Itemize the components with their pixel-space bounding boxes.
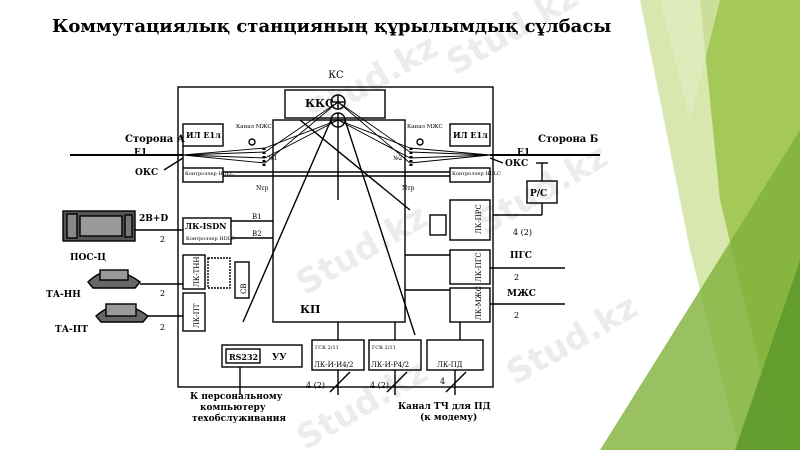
ta-pt-phone-icon — [95, 303, 150, 323]
svg-text:ОКС: ОКС — [505, 159, 528, 169]
pd-caption-line1: Канал ТЧ для ПД — [398, 402, 491, 412]
svg-text:E1: E1 — [134, 148, 147, 158]
svg-text:Контроллер HDLC: Контроллер HDLC — [186, 236, 235, 242]
lk-tnn-card — [182, 254, 206, 290]
svg-text:RS232: RS232 — [229, 352, 258, 362]
svg-text:2: 2 — [160, 235, 165, 244]
svg-text:2: 2 — [514, 311, 519, 320]
lk-prs-card — [449, 199, 491, 241]
svg-text:4 (2): 4 (2) — [370, 381, 389, 390]
pd-caption-line2: (к модему) — [420, 412, 477, 423]
hdlc-controller-left — [182, 167, 224, 183]
svg-text:ЛК-ТНН: ЛК-ТНН — [193, 256, 201, 287]
svg-text:ИЛ E1л: ИЛ E1л — [186, 130, 221, 140]
svg-text:ПГС: ПГС — [510, 251, 532, 261]
lk-mzhs-card — [449, 287, 491, 323]
ta-pt-label: ТА-ПТ — [55, 325, 88, 335]
ntr-right: Nтр — [402, 185, 415, 192]
svg-text:E1: E1 — [517, 148, 530, 158]
svg-text:ИЛ E1л: ИЛ E1л — [453, 130, 488, 140]
il-e1-left — [182, 123, 224, 147]
svg-text:4: 4 — [440, 377, 445, 386]
svg-text:2: 2 — [160, 323, 165, 332]
svg-text:B1: B1 — [252, 213, 262, 221]
pc-caption-line2: компьютеру — [200, 403, 266, 413]
hdlc-controller-right — [449, 167, 491, 183]
lk-pgs-card — [449, 249, 491, 285]
kks-box — [284, 89, 386, 119]
n2-label: №2 — [393, 155, 403, 162]
sv-label: СВ — [240, 284, 248, 295]
svg-text:ЛК-МЖС: ЛК-МЖС — [475, 286, 483, 320]
svg-text:Р/С: Р/С — [530, 189, 547, 199]
kks-label: ККС — [305, 97, 334, 110]
svg-text:ЛК-ПРС: ЛК-ПРС — [475, 204, 483, 234]
svg-text:ЛК-И-Р4/2: ЛК-И-Р4/2 — [371, 361, 409, 369]
ta-nn-phone-icon — [87, 269, 142, 289]
il-e1-right — [449, 123, 491, 147]
svg-text:ГСК 2/11: ГСК 2/11 — [315, 345, 339, 351]
svg-text:Контроллер HDLC: Контроллер HDLC — [452, 171, 501, 177]
kp-label: КП — [300, 303, 320, 316]
svg-text:4 (2): 4 (2) — [513, 228, 532, 237]
pos-c-label: ПОС-Ц — [70, 253, 106, 263]
svg-text:ОКС: ОКС — [135, 168, 158, 178]
side-a-label: Сторона А — [125, 134, 186, 145]
svg-text:ГСК 2/11: ГСК 2/11 — [372, 345, 396, 351]
ks-label: КС — [328, 70, 344, 81]
svg-text:Контроллер HDLC: Контроллер HDLC — [185, 171, 234, 177]
kanal-mzhs-left: Канал МЖС — [236, 124, 272, 130]
svg-text:2: 2 — [160, 289, 165, 298]
svg-text:МЖС: МЖС — [507, 289, 536, 299]
svg-text:ЛК-ПД: ЛК-ПД — [437, 361, 463, 369]
pc-caption-line3: техобслуживания — [192, 413, 286, 424]
svg-text:УУ: УУ — [272, 353, 287, 363]
svg-text:ЛК-ПГС: ЛК-ПГС — [475, 252, 483, 282]
svg-text:ЛК-ISDN: ЛК-ISDN — [185, 221, 226, 231]
lk-pt-card — [182, 292, 206, 332]
ta-nn-label: ТА-НН — [46, 290, 81, 300]
ntr-left: Nтр — [256, 185, 269, 192]
svg-text:B2: B2 — [252, 230, 262, 238]
rs232-uu-box — [221, 344, 303, 368]
svg-text:2: 2 — [514, 273, 519, 282]
svg-text:ЛК-И-И4/2: ЛК-И-И4/2 — [314, 361, 353, 369]
pc-caption-line1: К персональному — [190, 392, 283, 402]
svg-text:4 (2): 4 (2) — [306, 381, 325, 390]
svg-text:ЛК-ПТ: ЛК-ПТ — [193, 303, 201, 328]
slide-title: Коммутациялық станцияның құрылымдық сұлб… — [52, 16, 612, 37]
kanal-mzhs-right: Канал МЖС — [407, 124, 443, 130]
n1-label: №1 — [268, 155, 278, 162]
side-b-label: Сторона Б — [538, 134, 598, 145]
lk-isdn-card — [182, 217, 232, 245]
svg-text:2B+D: 2B+D — [139, 214, 168, 224]
pos-c-phone-icon — [62, 210, 136, 242]
kp-box — [272, 119, 406, 323]
